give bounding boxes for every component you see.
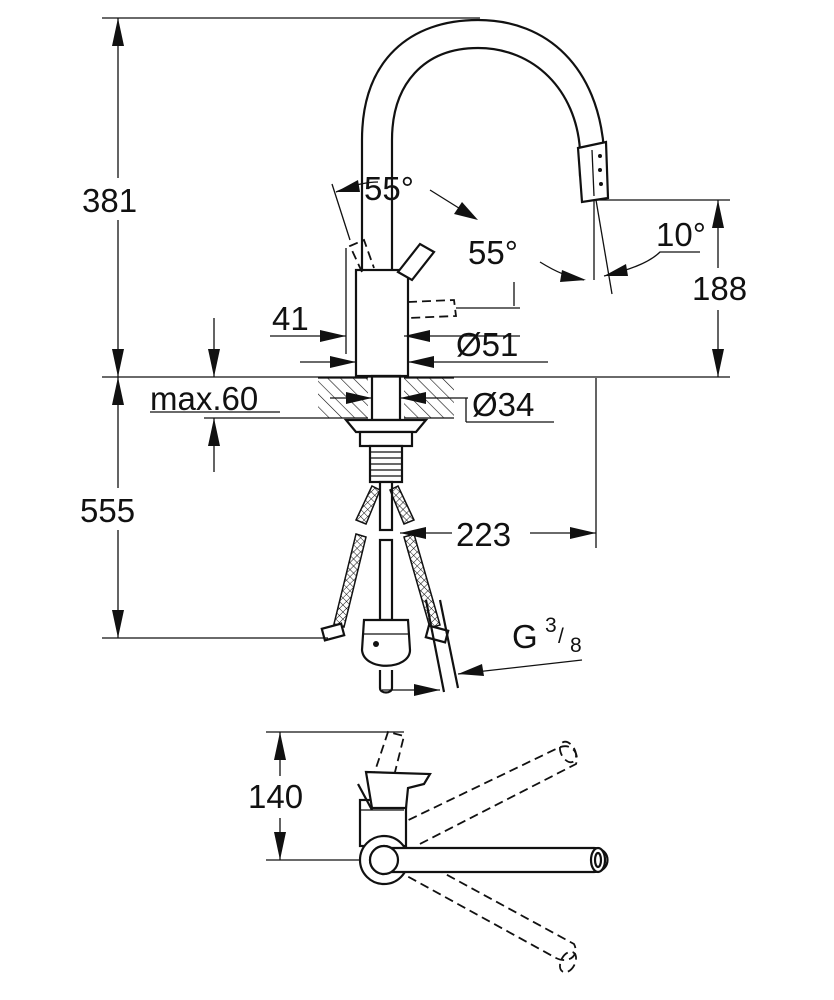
top-view: 140 <box>244 730 609 974</box>
dim-total-height: 381 <box>82 182 137 219</box>
spout <box>360 18 610 274</box>
dim-spout-height: 188 <box>692 270 747 307</box>
dim-max-deck: max.60 <box>150 380 258 417</box>
svg-text:/: / <box>558 625 564 648</box>
side-view: 381 555 188 10° 55° 55° 41 Ø51 max.60 Ø3… <box>78 17 758 696</box>
dim-spout-angle: 10° <box>656 216 706 253</box>
dim-thread: G 3 / 8 <box>512 614 582 657</box>
mixer-body <box>354 268 410 378</box>
dim-shank-diameter: Ø34 <box>472 386 534 423</box>
dim-below-deck: 555 <box>80 492 135 529</box>
lever <box>348 238 458 319</box>
dim-reach: 223 <box>456 516 511 553</box>
dim-handle-angle-right: 55° <box>468 234 518 271</box>
dim-handle-angle-left: 55° <box>364 170 414 207</box>
dim-lever-offset: 41 <box>272 300 309 337</box>
dim-thread-g: G <box>512 618 538 655</box>
dim-thread-num: 3 <box>545 614 557 637</box>
dim-thread-den: 8 <box>570 634 582 657</box>
dim-top-view-depth: 140 <box>248 778 303 815</box>
supply-hoses <box>320 484 450 644</box>
dimension-lines <box>78 17 758 696</box>
pull-out-hose-weight <box>360 599 460 694</box>
dim-body-diameter: Ø51 <box>456 326 518 363</box>
